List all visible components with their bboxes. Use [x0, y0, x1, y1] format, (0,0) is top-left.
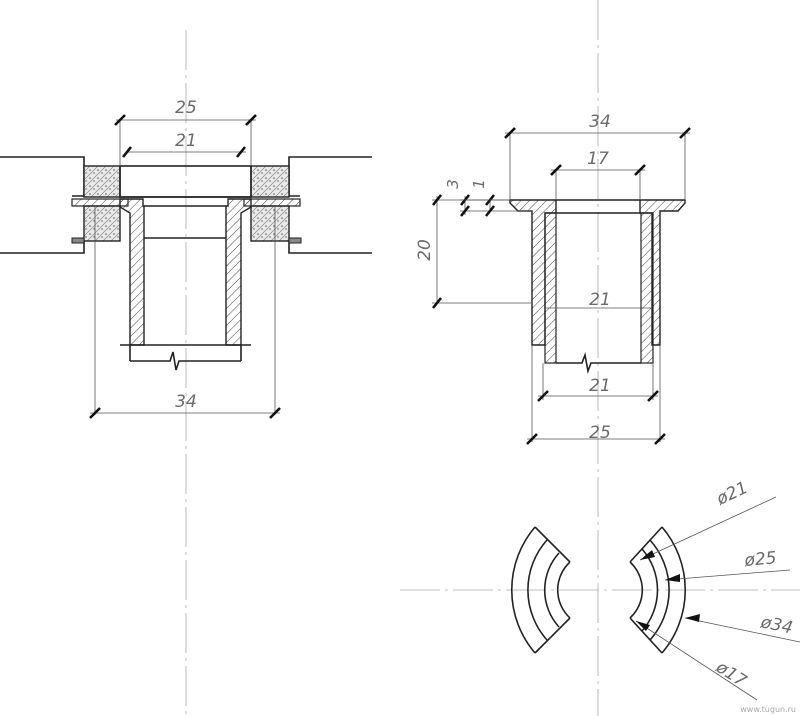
- left-arc-segment: [511, 526, 571, 654]
- dim-hole: 17: [550, 149, 646, 200]
- dim-outer-bottom: 25: [526, 345, 666, 445]
- dim-inner-bottom: 21: [537, 363, 659, 402]
- dim-label-34: 34: [175, 392, 197, 412]
- dim-flange: 34: [504, 112, 691, 200]
- dim-label-21-bottom: 21: [589, 376, 611, 396]
- dim-label-20: 20: [415, 239, 435, 261]
- dim-label-1: 1: [470, 179, 488, 189]
- insulation-blocks: [83, 165, 290, 242]
- ring-section-view: ø21 ø25 ø34 ø17: [511, 478, 800, 701]
- dim-label-3: 3: [444, 179, 462, 189]
- dim-inner: 21: [545, 290, 652, 310]
- dim-label-17: 17: [587, 149, 609, 169]
- center-axes: [185, 0, 800, 716]
- top-ring: [119, 165, 252, 198]
- diameter-leaders: ø21 ø25 ø34 ø17: [635, 478, 800, 701]
- dim-bottom: 34: [89, 206, 281, 419]
- dim-label-21-inner: 21: [589, 290, 611, 310]
- sleeve-walls: [119, 198, 252, 371]
- bushing-section: [509, 199, 686, 374]
- label-d21: ø21: [713, 478, 751, 510]
- dim-top-outer: 25: [114, 98, 257, 166]
- right-bushing-view: 34 17 3 1: [415, 112, 691, 445]
- dim-label-34-right: 34: [589, 112, 611, 132]
- dim-label-25-bottom: 25: [589, 423, 611, 443]
- watermark: www.tugun.ru: [740, 705, 796, 714]
- label-d17: ø17: [711, 657, 750, 692]
- dim-label-21: 21: [175, 131, 197, 151]
- dim-top-inner: 21: [121, 131, 247, 158]
- dim-label-25: 25: [175, 98, 197, 118]
- dim-depth: 20: [415, 194, 532, 309]
- label-d25: ø25: [743, 548, 778, 571]
- left-assembly-view: 25 21 34: [0, 98, 372, 419]
